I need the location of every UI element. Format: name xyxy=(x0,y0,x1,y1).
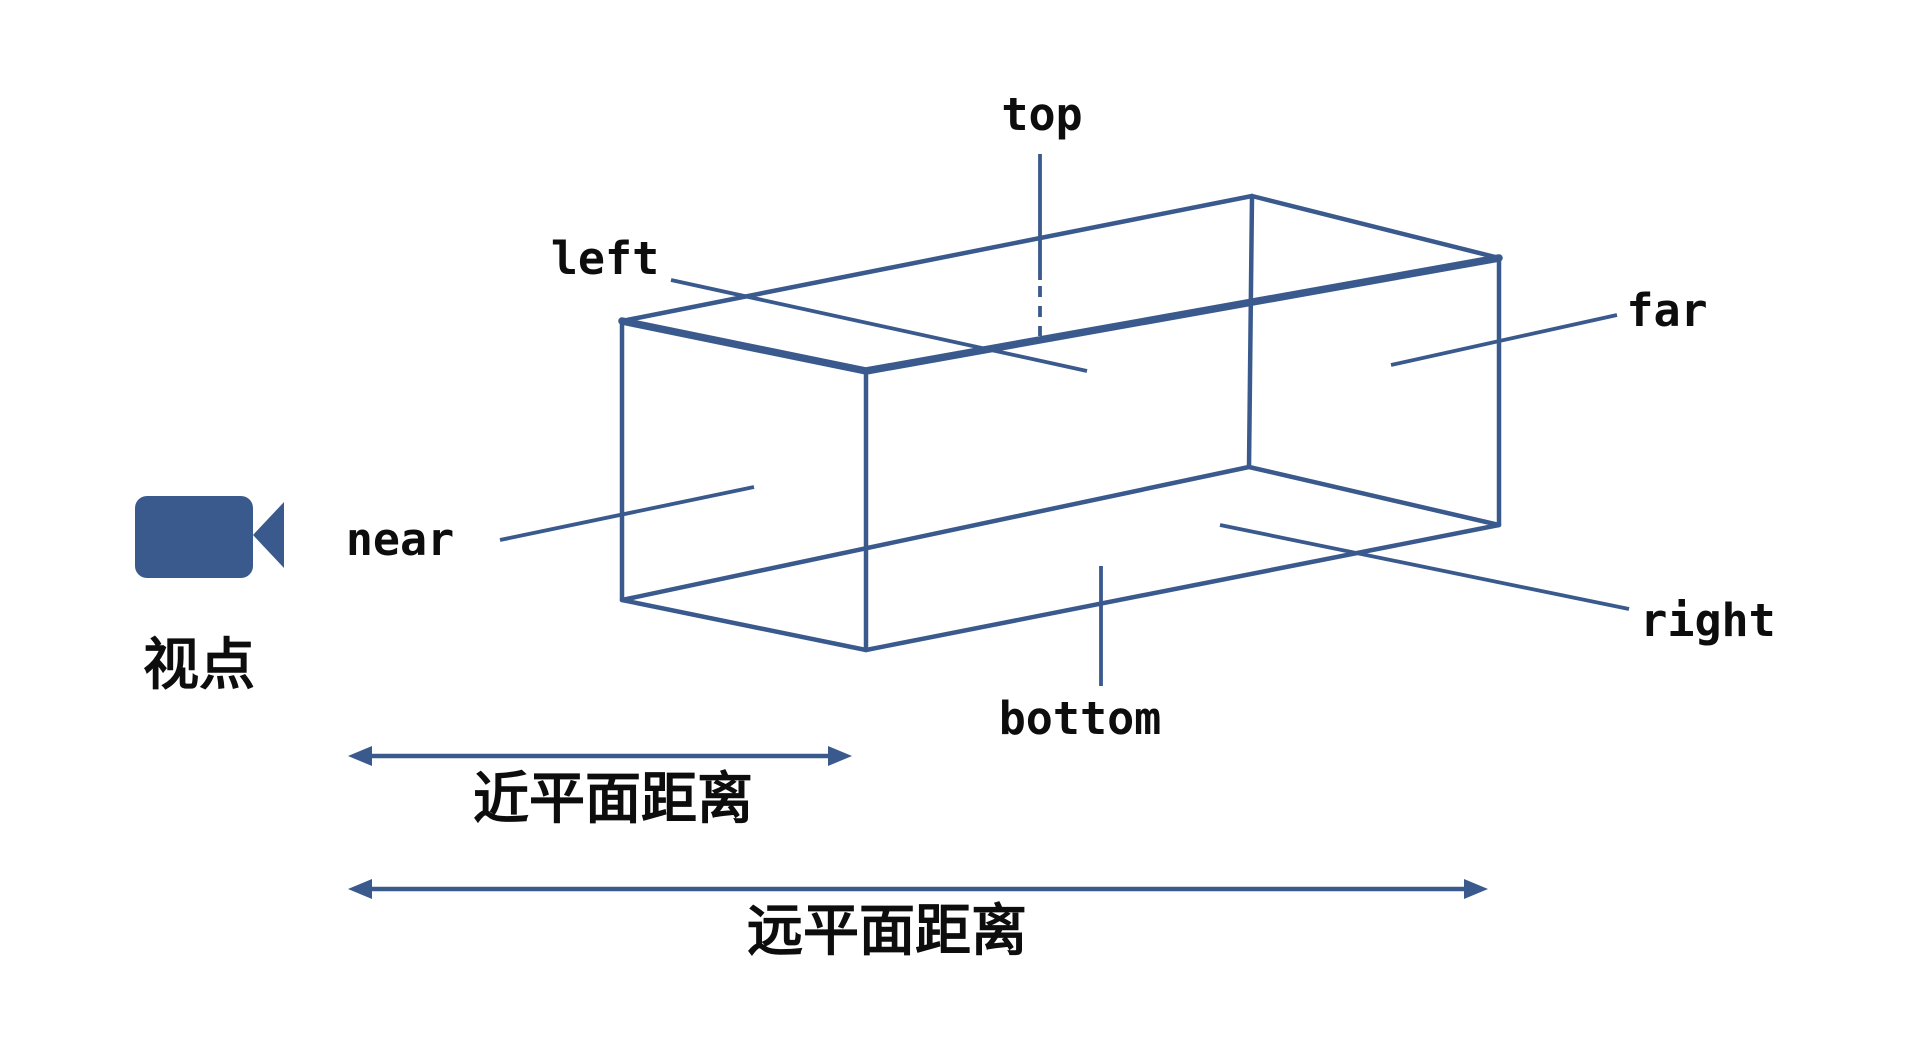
box-near-face-edges xyxy=(619,318,869,653)
label-bottom: bottom xyxy=(998,692,1162,745)
label-right: right xyxy=(1640,594,1776,647)
box-far-left-vertical-edge xyxy=(1246,193,1255,470)
label-far: far xyxy=(1626,284,1708,337)
label-top: top xyxy=(1001,88,1083,141)
far-distance-arrow xyxy=(348,879,1488,899)
box-top-left-edges xyxy=(619,193,1502,324)
pointer-lines xyxy=(499,154,1630,686)
camera-icon xyxy=(135,496,284,578)
near-plane-distance-label: 近平面距离 xyxy=(473,767,753,832)
left-pointer-line xyxy=(670,278,1088,373)
near-pointer-line xyxy=(499,485,755,542)
far-plane-distance-label: 远平面距离 xyxy=(747,899,1027,964)
box-bottom-left-edges xyxy=(619,464,1502,603)
view-volume-box xyxy=(618,193,1503,653)
near-distance-arrow xyxy=(348,746,852,766)
right-pointer-line xyxy=(1219,523,1630,611)
label-left: left xyxy=(550,232,660,285)
far-pointer-line xyxy=(1390,313,1618,367)
box-bottom-right-edges xyxy=(863,255,1502,653)
box-top-front-edges xyxy=(618,254,1503,375)
label-near: near xyxy=(345,513,455,566)
viewpoint-label: 视点 xyxy=(143,633,255,698)
